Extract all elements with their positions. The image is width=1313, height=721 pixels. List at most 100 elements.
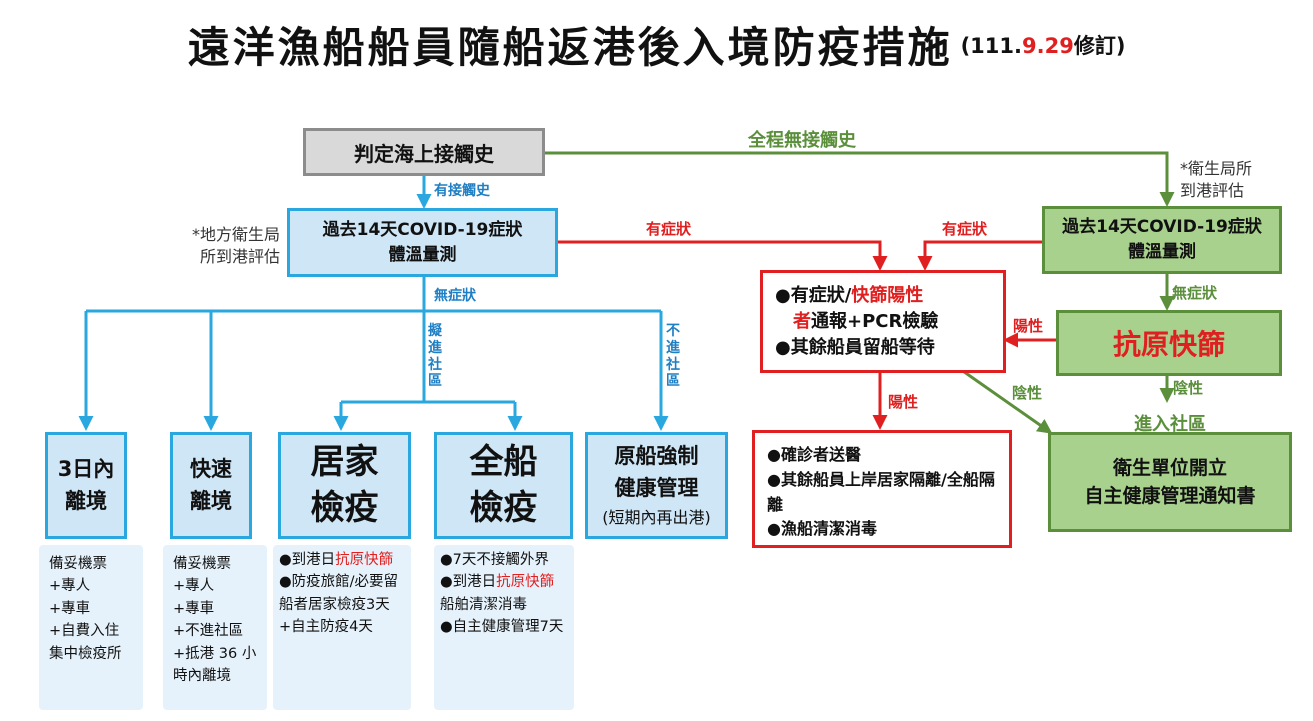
bullet: ● [440, 552, 453, 568]
d4-i2-a: 到港日 [452, 574, 497, 591]
label-symptom-right: 有症狀 [942, 220, 988, 238]
d3-item-1: ●到港日抗原快篩 [279, 549, 405, 571]
label-no-contact-all: 全程無接觸史 [748, 130, 856, 151]
start-label: 判定海上接觸史 [354, 141, 494, 166]
d1-item-4: +自費入住集中檢疫所 [49, 623, 122, 662]
report-item-2: ●其餘船員留船等待 [775, 335, 991, 361]
label-has-contact: 有接觸史 [434, 183, 490, 199]
label-positive-down: 陽性 [888, 393, 919, 411]
blue-check-line1: 過去14天COVID-19症狀 [322, 219, 523, 240]
action-item-3: ●漁船清潔消毒 [767, 517, 997, 542]
antigen-test-box: 抗原快篩 [1056, 310, 1282, 376]
label-enter-community: 進入社區 [1134, 414, 1206, 435]
note-right: *衛生局所 到港評估 [1180, 158, 1252, 201]
col-box-ship-health-management: 原船強制 健康管理 (短期內再出港) [585, 432, 728, 539]
green-check-line2: 體溫量測 [1128, 242, 1196, 262]
bullet: ● [279, 552, 292, 568]
label-positive-antigen: 陽性 [1013, 317, 1044, 335]
label-no-symptom-right: 無症狀 [1172, 284, 1218, 302]
c1-line2: 離境 [65, 488, 107, 513]
d2-item-4: +不進社區 [173, 623, 244, 640]
d2-item-1: 備妥機票 [173, 556, 231, 572]
green-symptom-check-box: 過去14天COVID-19症狀 體溫量測 [1042, 206, 1282, 274]
d1-item-2: +專人 [49, 578, 91, 595]
bullet: ● [775, 285, 791, 306]
c4-line2: 檢疫 [469, 487, 538, 528]
c3-line2: 檢疫 [310, 487, 379, 528]
d2-item-2: +專人 [173, 578, 215, 595]
action-text-2: 其餘船員上岸居家隔離/全船隔離 [767, 469, 995, 514]
d4-i1: 7天不接觸外界 [452, 552, 549, 568]
note-left-line1: *地方衛生局 [191, 225, 280, 244]
bullet: ● [767, 469, 781, 489]
c1-line1: 3日內 [57, 457, 115, 481]
action-item-1: ●確診者送醫 [767, 443, 997, 468]
d4-i2-c: 船舶清潔消毒 [440, 596, 527, 613]
red-actions-box: ●確診者送醫 ●其餘船員上岸居家隔離/全船隔離 ●漁船清潔消毒 [752, 430, 1012, 548]
detail-whole-ship-quarantine: ●7天不接觸外界 ●到港日抗原快篩船舶清潔消毒 ●自主健康管理7天 [434, 545, 574, 710]
label-negative-down: 陰性 [1173, 379, 1204, 397]
blue-check-line2: 體溫量測 [388, 244, 457, 265]
c2-line1: 快速 [190, 457, 232, 481]
bullet: ● [440, 574, 453, 591]
col-box-depart-3days: 3日內 離境 [45, 432, 127, 539]
blue-symptom-check-box: 過去14天COVID-19症狀 體溫量測 [287, 208, 558, 277]
red-report-box: ●有症狀/快篩陽性 者通報+PCR檢驗 ●其餘船員留船等待 [760, 270, 1006, 373]
note-right-line1: *衛生局所 [1180, 159, 1253, 178]
d2-item-5: +抵港 36 小時內離境 [173, 645, 257, 685]
col-box-home-quarantine: 居家 檢疫 [278, 432, 411, 539]
report-l2-a: 者 [793, 311, 811, 333]
notice-line1: 衛生單位開立 [1112, 456, 1227, 479]
d3-i1-a: 到港日 [291, 552, 336, 568]
start-box: 判定海上接觸史 [303, 128, 545, 176]
label-not-community: 不進社區 [666, 323, 680, 390]
detail-depart-3days: 備妥機票 +專人 +專車 +自費入住集中檢疫所 [39, 545, 143, 710]
edge-symptom-right [917, 240, 1042, 271]
label-negative-diag: 陰性 [1012, 384, 1043, 402]
rev-close: 修訂) [1073, 33, 1126, 58]
report-l3: 其餘船員留船等待 [790, 337, 935, 359]
d2-item-3: +專車 [173, 600, 215, 617]
note-right-line2: 到港評估 [1180, 180, 1245, 200]
bullet: ● [767, 519, 781, 539]
d1-item-1: 備妥機票 [49, 556, 107, 572]
c3-line1: 居家 [310, 441, 379, 482]
report-item-1: ●有症狀/快篩陽性 [775, 283, 991, 309]
label-symptom-left: 有症狀 [646, 220, 692, 238]
d3-i2: 防疫旅館/必要留船者居家檢疫3天+自主防疫4天 [279, 574, 399, 636]
c5-line3: (短期內再出港) [602, 508, 711, 527]
d4-item-1: ●7天不接觸外界 [440, 549, 568, 571]
bullet: ● [279, 574, 292, 591]
revision-note: (111.9.29修訂) [961, 34, 1126, 58]
green-check-line1: 過去14天COVID-19症狀 [1062, 217, 1262, 238]
col-box-whole-ship-quarantine: 全船 檢疫 [434, 432, 573, 539]
d4-item-3: ●自主健康管理7天 [440, 616, 568, 638]
note-left: *地方衛生局 所到港評估 [168, 224, 280, 267]
label-to-community: 擬進社區 [428, 323, 442, 390]
d3-item-2: ●防疫旅館/必要留船者居家檢疫3天+自主防疫4天 [279, 571, 405, 638]
d3-i1-b: 抗原快篩 [335, 552, 394, 568]
health-notice-box: 衛生單位開立 自主健康管理通知書 [1048, 432, 1292, 532]
bullet: ● [775, 337, 791, 359]
note-left-line2: 所到港評估 [199, 246, 280, 266]
rev-date: 9.29 [1022, 33, 1074, 58]
d4-item-2: ●到港日抗原快篩船舶清潔消毒 [440, 571, 568, 616]
c2-line2: 離境 [190, 488, 232, 513]
bullet: ● [767, 445, 781, 464]
action-text-3: 漁船清潔消毒 [780, 519, 877, 539]
col-box-quick-depart: 快速 離境 [170, 432, 252, 539]
antigen-label: 抗原快篩 [1112, 328, 1225, 361]
edge-negative-diag [959, 367, 1053, 434]
action-item-2: ●其餘船員上岸居家隔離/全船隔離 [767, 468, 997, 518]
d4-i2-b: 抗原快篩 [496, 574, 555, 591]
page-title: 遠洋漁船船員隨船返港後入境防疫措施(111.9.29修訂) [0, 14, 1313, 75]
edge-no-contact-all [545, 151, 1175, 207]
report-item-1-cont: 者通報+PCR檢驗 [775, 309, 991, 335]
c5-line2: 健康管理 [614, 475, 699, 500]
d1-item-3: +專車 [49, 600, 91, 617]
detail-home-quarantine: ●到港日抗原快篩 ●防疫旅館/必要留船者居家檢疫3天+自主防疫4天 [273, 545, 411, 710]
report-l1-a: 有症狀/ [790, 285, 852, 306]
bullet: ● [440, 619, 453, 636]
c5-line1: 原船強制 [614, 444, 699, 468]
